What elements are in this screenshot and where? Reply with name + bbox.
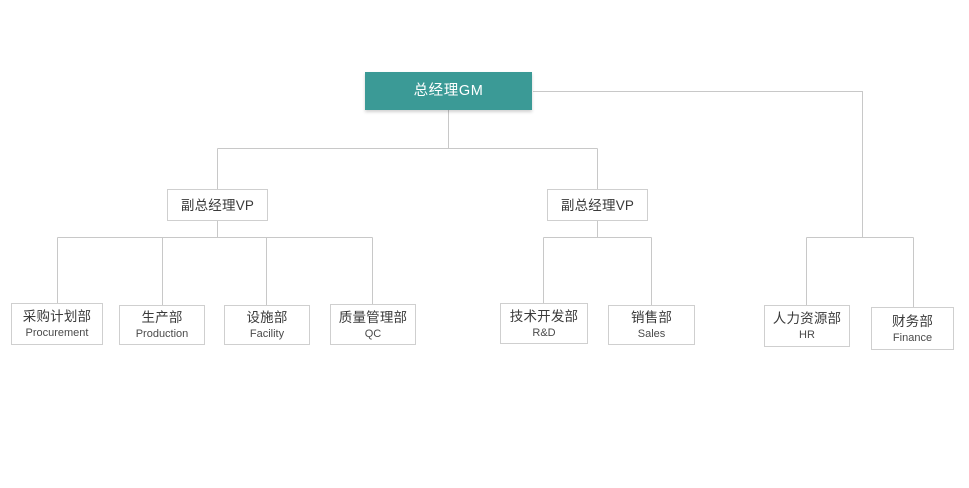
node-hr[interactable]: 人力资源部 HR xyxy=(764,305,850,347)
node-vp-right[interactable]: 副总经理VP xyxy=(547,189,648,221)
node-qc-subtitle: QC xyxy=(364,327,382,340)
node-procurement-title: 采购计划部 xyxy=(22,309,92,324)
node-production[interactable]: 生产部 Production xyxy=(119,305,205,345)
node-finance[interactable]: 财务部 Finance xyxy=(871,307,954,350)
node-general-manager-title: 总经理GM xyxy=(413,82,484,99)
node-production-title: 生产部 xyxy=(141,310,183,325)
node-sales-subtitle: Sales xyxy=(637,328,666,340)
node-general-manager[interactable]: 总经理GM xyxy=(365,72,532,110)
node-qc-title: 质量管理部 xyxy=(338,309,408,325)
node-finance-title: 财务部 xyxy=(891,313,934,329)
node-finance-subtitle: Finance xyxy=(892,331,933,344)
node-qc[interactable]: 质量管理部 QC xyxy=(330,304,416,345)
node-rnd-title: 技术开发部 xyxy=(509,308,579,324)
node-facility-title: 设施部 xyxy=(246,310,288,325)
node-procurement[interactable]: 采购计划部 Procurement xyxy=(11,303,103,345)
node-procurement-subtitle: Procurement xyxy=(25,327,89,339)
node-hr-subtitle: HR xyxy=(799,329,815,341)
node-rnd[interactable]: 技术开发部 R&D xyxy=(500,303,588,344)
node-vp-right-title: 副总经理VP xyxy=(560,197,635,213)
node-hr-title: 人力资源部 xyxy=(772,311,842,326)
node-vp-left-title: 副总经理VP xyxy=(180,197,255,213)
node-vp-left[interactable]: 副总经理VP xyxy=(167,189,268,221)
node-production-subtitle: Production xyxy=(135,328,189,340)
node-facility-subtitle: Facility xyxy=(249,328,285,340)
node-rnd-subtitle: R&D xyxy=(532,326,556,339)
node-facility[interactable]: 设施部 Facility xyxy=(224,305,310,345)
node-sales-title: 销售部 xyxy=(630,310,673,325)
node-sales[interactable]: 销售部 Sales xyxy=(608,305,695,345)
